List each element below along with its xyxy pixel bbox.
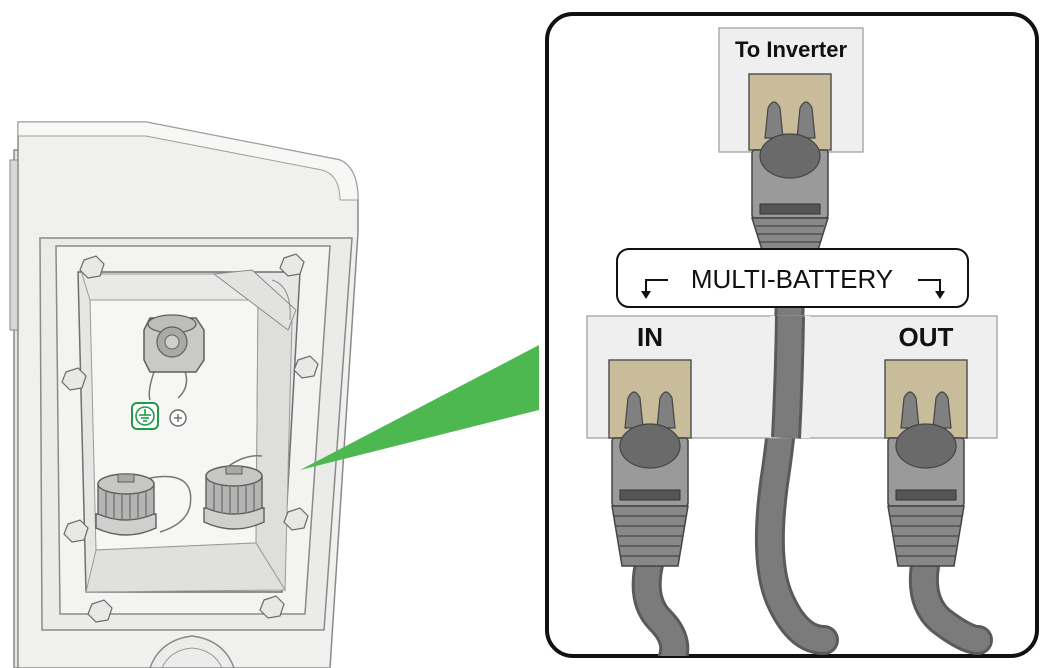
in-connector — [608, 359, 692, 656]
out-connector — [884, 359, 993, 655]
battery-device — [9, 121, 359, 668]
phillips-screw-icon — [169, 409, 187, 427]
in-port-label: IN — [637, 322, 663, 352]
to-inverter-label: To Inverter — [735, 37, 848, 62]
ground-symbol-icon — [131, 402, 159, 430]
out-port-label: OUT — [899, 322, 954, 352]
callout-box — [545, 12, 1039, 658]
callout-wedge — [300, 345, 539, 470]
inverter-connector — [748, 73, 832, 251]
device-battery-ports — [95, 455, 265, 536]
multi-battery-label: MULTI-BATTERY — [691, 264, 893, 294]
multi-battery-label-box — [616, 248, 969, 308]
device-inverter-port — [143, 314, 205, 401]
